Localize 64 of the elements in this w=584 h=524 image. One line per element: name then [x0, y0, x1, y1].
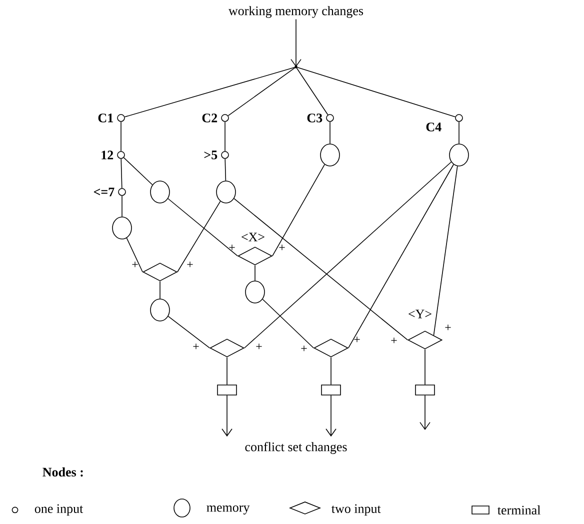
- plus-sign: +: [256, 344, 262, 350]
- caption-text: conflict set changes: [245, 442, 347, 454]
- connector: [254, 264, 256, 281]
- connector: [272, 164, 325, 256]
- legend-text: memory: [206, 506, 250, 514]
- plus-sign: +: [187, 262, 193, 268]
- terminal-node: [217, 384, 237, 396]
- memory-node: [449, 144, 469, 166]
- memory-node: [245, 280, 265, 304]
- heading-text: working memory changes: [228, 6, 364, 18]
- connector: [330, 357, 332, 385]
- connector: [224, 122, 226, 152]
- connector: [228, 67, 296, 116]
- connector: [168, 198, 238, 256]
- connector: [296, 67, 456, 118]
- node-label: <Y>: [408, 310, 432, 318]
- connector: [433, 166, 458, 336]
- plus-sign: +: [391, 338, 397, 344]
- memory-node: [150, 298, 170, 322]
- node-label: 12: [102, 150, 114, 160]
- memory-node: [216, 180, 236, 204]
- connector: [177, 200, 221, 272]
- connector: [348, 164, 454, 348]
- plus-sign: +: [301, 346, 307, 352]
- connector: [226, 357, 228, 385]
- connector: [126, 238, 143, 272]
- node-label: >5: [204, 150, 218, 160]
- connector: [222, 394, 232, 437]
- plus-sign: +: [193, 344, 199, 350]
- node-label: C3: [307, 114, 322, 122]
- node-label: C4: [426, 122, 442, 132]
- legend-heading: Nodes :: [42, 467, 83, 477]
- memory-node: [320, 144, 340, 166]
- connector: [244, 162, 452, 348]
- connector: [420, 394, 430, 430]
- connector: [458, 122, 460, 144]
- plus-sign: +: [445, 324, 451, 330]
- plus-sign: +: [354, 336, 360, 342]
- legend-text: terminal: [498, 505, 540, 515]
- plus-sign: +: [132, 262, 138, 268]
- connector: [224, 158, 226, 181]
- connector: [120, 158, 122, 188]
- connector: [296, 68, 328, 116]
- node-label: C1: [98, 114, 113, 122]
- legend-text: one input: [34, 504, 84, 516]
- connector: [234, 198, 408, 340]
- plus-sign: +: [279, 244, 285, 250]
- connector: [124, 66, 296, 118]
- connector: [168, 316, 210, 348]
- terminal-node: [415, 384, 435, 396]
- memory-node: [150, 180, 170, 204]
- memory-node: [112, 216, 132, 240]
- terminal-node: [321, 384, 341, 396]
- connector: [424, 348, 426, 385]
- connector: [123, 157, 153, 186]
- node-label: C2: [202, 114, 218, 122]
- node-label: <X>: [242, 232, 264, 242]
- legend-text: two input: [332, 504, 381, 516]
- plus-sign: +: [229, 244, 235, 250]
- connector: [120, 122, 122, 152]
- connector: [290, 18, 302, 68]
- connector: [262, 298, 314, 348]
- node-label: <=7: [94, 188, 114, 196]
- connector: [326, 394, 336, 437]
